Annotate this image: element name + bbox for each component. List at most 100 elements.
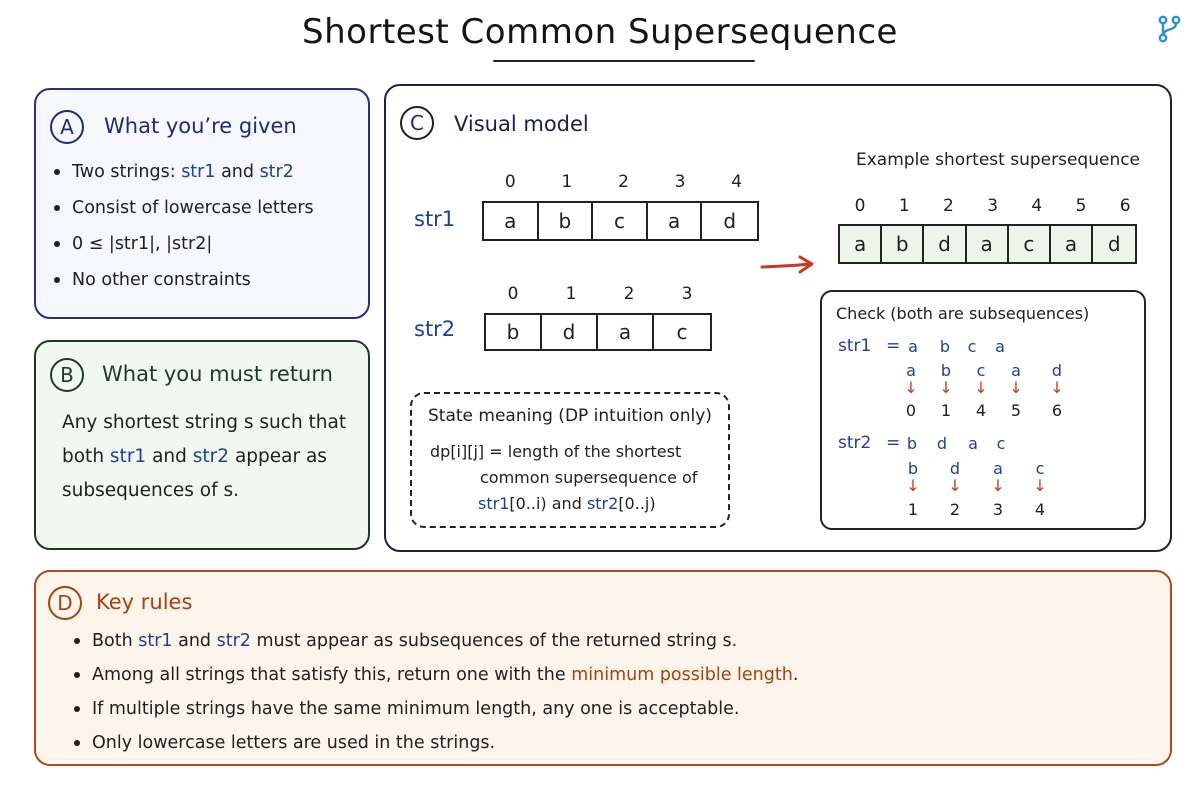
check-position: 4 bbox=[1034, 500, 1046, 519]
state-line-2: common supersequence of bbox=[480, 468, 698, 487]
rules-list: Both str1 and str2 must appear as subseq… bbox=[70, 624, 798, 760]
list-item: 0 ≤ |str1|, |str2| bbox=[50, 226, 314, 262]
array-cell: c bbox=[593, 203, 648, 239]
panel-key-rules: D Key rules Both str1 and str2 must appe… bbox=[34, 570, 1172, 766]
index-label: 4 bbox=[1031, 196, 1043, 216]
index-label: 2 bbox=[943, 196, 954, 216]
index-label: 0 bbox=[854, 196, 866, 216]
index-label: 0 bbox=[504, 172, 516, 192]
example-title: Example shortest supersequence bbox=[856, 150, 1141, 170]
badge-d: D bbox=[48, 586, 82, 620]
state-meaning-box: State meaning (DP intuition only) dp[i][… bbox=[410, 392, 730, 528]
index-label: 6 bbox=[1119, 196, 1131, 216]
check-position: 2 bbox=[949, 500, 961, 519]
down-arrow-icon: ↓ bbox=[1033, 476, 1047, 495]
check-char: c bbox=[996, 434, 1006, 453]
panel-a-heading: What you’re given bbox=[104, 114, 297, 138]
check-char: a bbox=[968, 434, 978, 453]
array-cell: a bbox=[840, 226, 883, 262]
down-arrow-icon: ↓ bbox=[1050, 378, 1064, 397]
check-char: d bbox=[936, 434, 948, 453]
check-position: 6 bbox=[1051, 401, 1063, 420]
down-arrow-icon: ↓ bbox=[948, 476, 962, 495]
index-label: 3 bbox=[681, 284, 693, 304]
panel-given: A What you’re given Two strings: str1 an… bbox=[34, 88, 370, 319]
panel-return: B What you must return Any shortest stri… bbox=[34, 340, 370, 550]
list-item: If multiple strings have the same minimu… bbox=[70, 692, 798, 726]
check-position: 1 bbox=[940, 401, 952, 420]
index-label: 1 bbox=[565, 284, 577, 304]
array-cell: b bbox=[882, 226, 925, 262]
str1-label: str1 bbox=[414, 207, 456, 231]
check-title: Check (both are subsequences) bbox=[836, 304, 1090, 323]
arrow-right-icon bbox=[760, 255, 814, 274]
badge-a: A bbox=[50, 110, 84, 144]
array-cell: b bbox=[539, 203, 594, 239]
down-arrow-icon: ↓ bbox=[906, 476, 920, 495]
state-title: State meaning (DP intuition only) bbox=[428, 406, 712, 426]
array-cell: a bbox=[598, 315, 654, 349]
str2-label: str2 bbox=[414, 317, 456, 341]
page-title: Shortest Common Supersequence bbox=[302, 12, 898, 52]
check-mapped-char: b bbox=[907, 459, 919, 478]
index-label: 2 bbox=[623, 284, 635, 304]
array-cell: a bbox=[484, 203, 539, 239]
check-mapped-char: d bbox=[1051, 361, 1063, 380]
check-char: a bbox=[908, 337, 918, 356]
array-cell: c bbox=[1008, 226, 1051, 262]
list-item: Both str1 and str2 must appear as subseq… bbox=[70, 624, 798, 658]
badge-b: B bbox=[50, 358, 84, 392]
check-position: 5 bbox=[1010, 401, 1022, 420]
check-position: 1 bbox=[907, 500, 919, 519]
check-position: 4 bbox=[975, 401, 987, 420]
index-label: 3 bbox=[987, 196, 999, 216]
check-mapped-char: b bbox=[940, 361, 952, 380]
list-item: Only lowercase letters are used in the s… bbox=[70, 726, 798, 760]
check-mapped-char: a bbox=[993, 459, 1003, 478]
check-mapped-char: a bbox=[1011, 361, 1021, 380]
check-mapped-char: c bbox=[976, 361, 986, 380]
panel-b-heading: What you must return bbox=[102, 362, 333, 386]
check-char: b bbox=[906, 434, 918, 453]
panel-d-heading: Key rules bbox=[96, 590, 193, 614]
git-branch-icon[interactable] bbox=[1154, 14, 1184, 44]
check-mapped-char: a bbox=[906, 361, 916, 380]
down-arrow-icon: ↓ bbox=[974, 378, 988, 397]
list-item: Among all strings that satisfy this, ret… bbox=[70, 658, 798, 692]
state-line-1: dp[i][j] = length of the shortest bbox=[430, 442, 682, 461]
check-char: c bbox=[967, 337, 977, 356]
down-arrow-icon: ↓ bbox=[1009, 378, 1023, 397]
return-description: Any shortest string s such that both str… bbox=[62, 412, 347, 501]
down-arrow-icon: ↓ bbox=[939, 378, 953, 397]
array-cell: d bbox=[723, 209, 737, 233]
array-cell: d bbox=[542, 315, 598, 349]
check-str2-eq: = bbox=[886, 433, 901, 453]
list-item: Two strings: str1 and str2 bbox=[50, 154, 314, 190]
array-cell: a bbox=[648, 203, 703, 239]
check-box: Check (both are subsequences) bbox=[820, 290, 1146, 530]
array-cell: d bbox=[924, 226, 967, 262]
down-arrow-icon: ↓ bbox=[991, 476, 1005, 495]
index-label: 2 bbox=[618, 172, 629, 192]
check-char: b bbox=[939, 337, 951, 356]
index-label: 4 bbox=[731, 172, 743, 192]
index-label: 5 bbox=[1075, 196, 1087, 216]
state-line-3: str1[0..i) and str2[0..j) bbox=[478, 494, 656, 513]
index-label: 1 bbox=[561, 172, 573, 192]
list-item: No other constraints bbox=[50, 262, 314, 298]
list-item: Consist of lowercase letters bbox=[50, 190, 314, 226]
check-mapped-char: d bbox=[949, 459, 961, 478]
badge-c: C bbox=[400, 106, 434, 140]
given-list: Two strings: str1 and str2 Consist of lo… bbox=[50, 154, 314, 298]
title-underline bbox=[493, 60, 755, 62]
array-cell: a bbox=[966, 226, 1009, 262]
array-cell: d bbox=[1093, 226, 1136, 262]
array-cell: b bbox=[486, 315, 542, 349]
check-str2-label: str2 bbox=[838, 433, 872, 453]
index-label: 1 bbox=[898, 196, 910, 216]
check-position: 0 bbox=[905, 401, 917, 420]
panel-c-heading: Visual model bbox=[454, 112, 589, 136]
